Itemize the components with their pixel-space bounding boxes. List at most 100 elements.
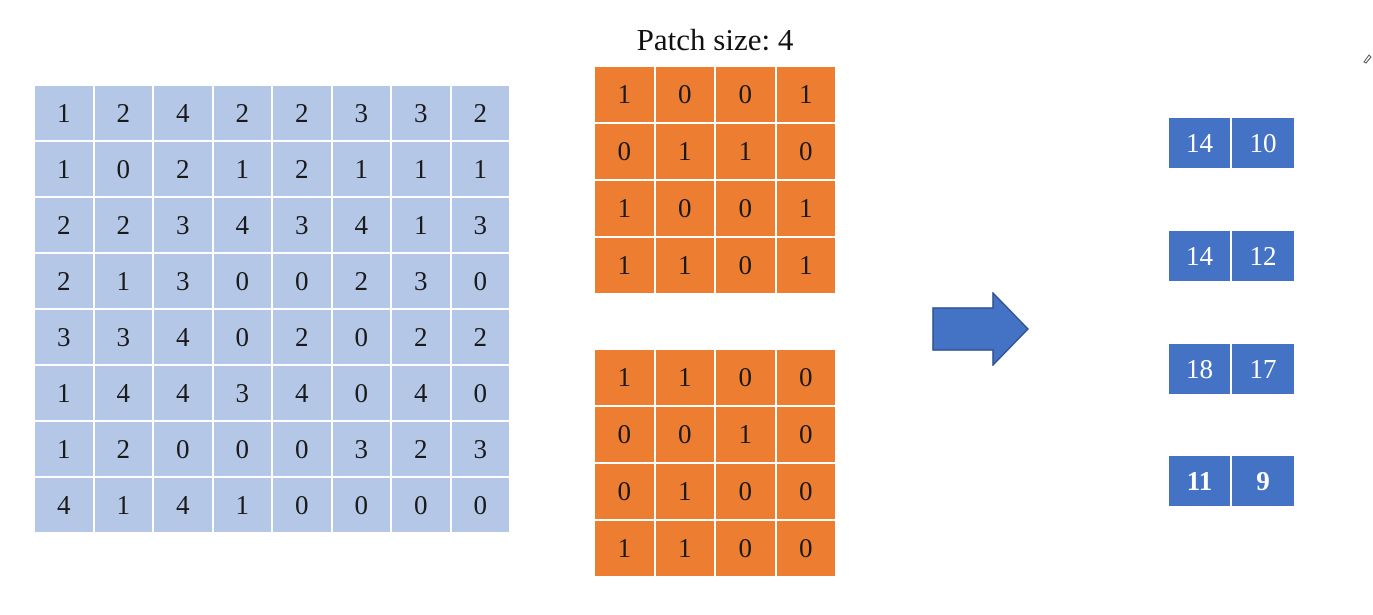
- input-cell: 3: [332, 86, 390, 140]
- input-cell: 0: [94, 142, 152, 196]
- input-cell: 3: [154, 254, 212, 308]
- input-cell: 0: [154, 422, 212, 476]
- input-cell: 4: [154, 366, 212, 420]
- input-cell: 0: [213, 254, 271, 308]
- input-cell: 1: [35, 422, 93, 476]
- patch-cell: 1: [776, 181, 835, 236]
- input-cell: 2: [94, 86, 152, 140]
- input-cell: 1: [94, 254, 152, 308]
- patch-cell: 1: [655, 238, 714, 293]
- patch-cell: 0: [655, 67, 714, 122]
- patch-cell: 1: [776, 67, 835, 122]
- input-cell: 2: [273, 86, 331, 140]
- patch-cell: 1: [595, 350, 654, 405]
- input-cell: 0: [273, 478, 331, 532]
- input-cell: 2: [273, 142, 331, 196]
- patch-cell: 0: [716, 67, 775, 122]
- input-cell: 1: [332, 142, 390, 196]
- input-cell: 2: [154, 142, 212, 196]
- patch-cell: 0: [776, 464, 835, 519]
- patch-cell: 1: [655, 464, 714, 519]
- input-cell: 0: [451, 366, 509, 420]
- input-cell: 0: [451, 478, 509, 532]
- input-cell: 4: [35, 478, 93, 532]
- input-cell: 1: [451, 142, 509, 196]
- input-cell: 0: [213, 310, 271, 364]
- patch-cell: 0: [776, 124, 835, 179]
- input-cell: 0: [273, 254, 331, 308]
- patch-cell: 0: [716, 521, 775, 576]
- input-cell: 4: [213, 198, 271, 252]
- patch-cell: 0: [716, 350, 775, 405]
- patch-cell: 1: [595, 67, 654, 122]
- input-cell: 2: [35, 254, 93, 308]
- input-cell: 1: [94, 478, 152, 532]
- input-cell: 4: [273, 366, 331, 420]
- right-arrow-icon: [932, 292, 1030, 366]
- patch-cell: 0: [655, 407, 714, 462]
- input-cell: 4: [332, 198, 390, 252]
- output-cell: 14: [1169, 231, 1230, 281]
- patch-cell: 0: [716, 181, 775, 236]
- input-cell: 1: [35, 86, 93, 140]
- patch-cell: 0: [776, 350, 835, 405]
- input-cell: 0: [213, 422, 271, 476]
- input-cell: 3: [392, 254, 450, 308]
- input-cell: 1: [213, 142, 271, 196]
- input-cell: 1: [213, 478, 271, 532]
- patch-cell: 0: [595, 124, 654, 179]
- patch-cell: 0: [655, 181, 714, 236]
- input-cell: 2: [94, 198, 152, 252]
- input-cell: 3: [451, 422, 509, 476]
- input-cell: 3: [392, 86, 450, 140]
- output-cell: 9: [1232, 456, 1294, 506]
- input-cell: 3: [35, 310, 93, 364]
- input-cell: 4: [392, 366, 450, 420]
- patch-cell: 1: [595, 521, 654, 576]
- patch-cell: 0: [595, 407, 654, 462]
- patch-cell: 0: [716, 464, 775, 519]
- patch-cell: 1: [655, 350, 714, 405]
- input-cell: 0: [332, 478, 390, 532]
- input-cell: 0: [392, 478, 450, 532]
- input-cell: 0: [332, 310, 390, 364]
- input-cell: 4: [154, 310, 212, 364]
- input-cell: 2: [451, 310, 509, 364]
- input-cell: 3: [273, 198, 331, 252]
- patch-cell: 0: [776, 521, 835, 576]
- patch-size-title: Patch size: 4: [636, 22, 794, 57]
- patch-cell: 1: [595, 181, 654, 236]
- input-cell: 0: [451, 254, 509, 308]
- input-cell: 3: [451, 198, 509, 252]
- patch-cell: 1: [716, 124, 775, 179]
- input-cell: 3: [213, 366, 271, 420]
- input-cell: 3: [332, 422, 390, 476]
- input-cell: 2: [392, 422, 450, 476]
- patch-cell: 1: [776, 238, 835, 293]
- input-cell: 1: [392, 198, 450, 252]
- patch-cell: 0: [776, 407, 835, 462]
- input-cell: 4: [154, 86, 212, 140]
- output-cell: 10: [1232, 118, 1294, 168]
- input-cell: 2: [35, 198, 93, 252]
- input-cell: 1: [35, 366, 93, 420]
- input-cell: 1: [35, 142, 93, 196]
- input-cell: 2: [392, 310, 450, 364]
- input-cell: 2: [332, 254, 390, 308]
- input-cell: 0: [273, 422, 331, 476]
- pen-mark-icon: [1363, 54, 1372, 64]
- patch-cell: 1: [655, 124, 714, 179]
- output-cell: 11: [1169, 456, 1230, 506]
- patch-cell: 1: [716, 407, 775, 462]
- output-cell: 14: [1169, 118, 1230, 168]
- patch-cell: 1: [595, 238, 654, 293]
- output-cell: 18: [1169, 344, 1230, 394]
- input-cell: 4: [94, 366, 152, 420]
- patch-cell: 1: [655, 521, 714, 576]
- input-cell: 4: [154, 478, 212, 532]
